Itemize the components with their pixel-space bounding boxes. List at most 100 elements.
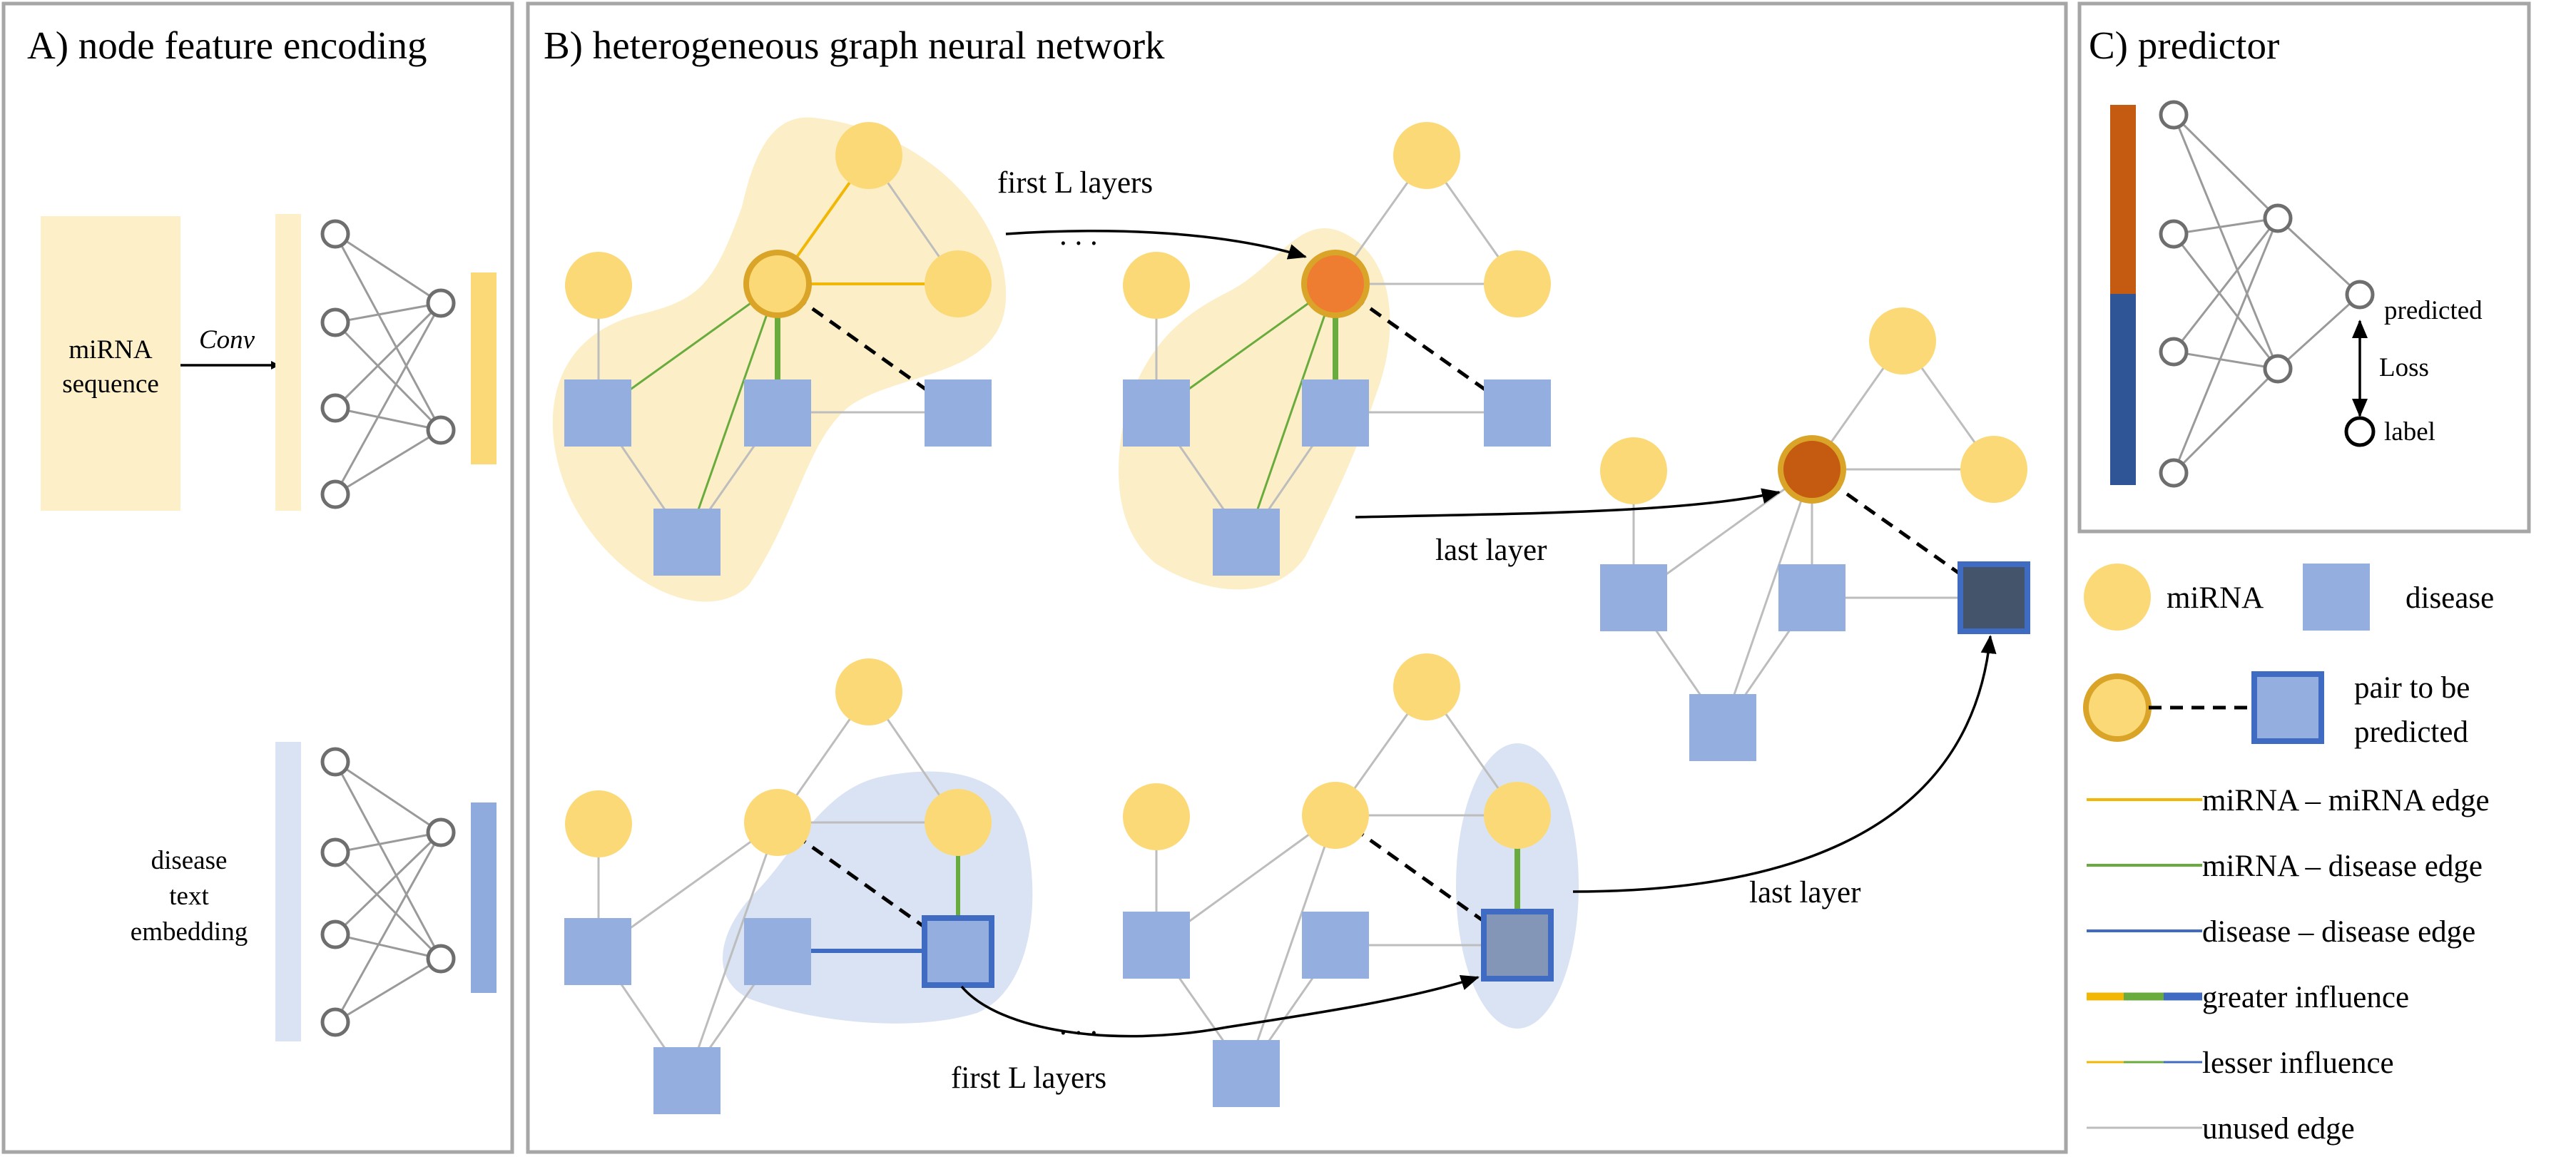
target-mirna-ring	[1778, 435, 1846, 504]
predicted-label: predicted	[2384, 296, 2483, 325]
prediction-pair-edge	[1334, 813, 1519, 947]
neuron	[426, 415, 456, 445]
legend-pair-label-2: predicted	[2354, 715, 2468, 749]
graph-disease-first-layers	[564, 658, 1033, 1114]
neuron	[320, 479, 350, 509]
panel-a-frame	[1, 1, 514, 1154]
neuron	[2159, 100, 2189, 130]
neuron	[2159, 337, 2189, 367]
ellipsis-bottom: . . .	[1059, 1008, 1098, 1041]
first-l-layers-label-top: first L layers	[997, 166, 1153, 200]
disease-node	[744, 379, 811, 447]
mirna-node	[835, 122, 902, 189]
neuron	[426, 944, 456, 974]
legend-pair-label: pair to be	[2354, 671, 2470, 705]
neuron	[320, 219, 350, 249]
neuron	[2159, 219, 2189, 249]
neuron	[2159, 458, 2189, 488]
legend-disease-label: disease	[2406, 581, 2494, 615]
neuron	[426, 817, 456, 847]
mirna-node	[1123, 252, 1190, 319]
graph-mirna-first-layers	[552, 117, 1007, 602]
neuron	[2263, 203, 2293, 233]
disease-node	[1302, 912, 1369, 979]
panel-a: miRNA sequence Conv disease text embeddi…	[41, 214, 497, 1041]
legend-mirna-node	[2084, 564, 2151, 631]
disease-text-label-2: text	[169, 882, 209, 911]
graph-mirna-after-l-layers	[1119, 122, 1551, 590]
disease-node	[564, 379, 631, 447]
disease-node	[925, 379, 992, 447]
disease-node	[1213, 1040, 1280, 1107]
disease-embedding-bar	[471, 802, 497, 993]
neuron	[320, 837, 350, 867]
disease-node	[1213, 509, 1280, 576]
neuron	[320, 1007, 350, 1037]
last-layer-label-bottom: last layer	[1749, 876, 1860, 909]
disease-node	[564, 918, 631, 985]
last-layer-label-top: last layer	[1435, 534, 1547, 567]
disease-node	[1778, 564, 1846, 631]
legend-mirna-label: miRNA	[2167, 581, 2264, 615]
disease-embedding-segment	[2110, 294, 2136, 485]
disease-node	[653, 509, 721, 576]
mirna-node	[1393, 122, 1460, 189]
graph-disease-after-l-layers	[1123, 653, 1579, 1107]
mirna-sequence-box	[41, 216, 180, 511]
mirna-embedding-bar	[471, 272, 497, 464]
legend-md-edge-label: miRNA – disease edge	[2202, 850, 2483, 883]
mirna-encoder-network	[320, 219, 456, 509]
legend-pair-mirna	[2086, 676, 2149, 739]
legend-disease-node	[2303, 564, 2370, 631]
panel-a-title: A) node feature encoding	[27, 24, 427, 67]
mirna-node	[1484, 250, 1551, 317]
flow-arrow-top-last	[1355, 488, 1781, 519]
disease-text-label: disease	[151, 846, 228, 875]
mirna-node	[835, 658, 902, 725]
conv-label: Conv	[199, 325, 255, 355]
panel-c-title: C) predictor	[2089, 24, 2279, 67]
label-node	[2344, 416, 2376, 447]
target-mirna-node	[1304, 253, 1367, 315]
legend-lesser-label: lesser influence	[2202, 1046, 2394, 1080]
disease-node	[1484, 379, 1551, 447]
label-label: label	[2384, 417, 2435, 447]
disease-node	[744, 918, 811, 985]
legend: miRNA disease pair to be predicted miRNA…	[2083, 564, 2494, 1146]
disease-node	[1689, 694, 1756, 761]
disease-encoder-network	[320, 747, 456, 1037]
legend-pair-disease	[2251, 671, 2324, 744]
disease-node	[1600, 564, 1667, 631]
target-disease-node	[1958, 561, 2030, 634]
disease-text-label-3: embedding	[131, 917, 248, 947]
flow-arrow-bottom-first	[960, 974, 1480, 1038]
disease-node	[1123, 379, 1190, 447]
target-mirna-node	[746, 253, 809, 315]
output-neuron	[2345, 280, 2375, 310]
panel-c: predicted Loss label	[2110, 100, 2483, 488]
neuron	[426, 288, 456, 318]
first-l-layers-label-bottom: first L layers	[951, 1061, 1106, 1095]
mirna-node	[1960, 436, 2027, 503]
legend-greater-label: greater influence	[2202, 981, 2409, 1014]
ellipsis-top: . . .	[1059, 218, 1098, 252]
mirna-node	[1484, 782, 1551, 849]
mirna-node	[1600, 437, 1667, 504]
mirna-node	[1302, 782, 1369, 849]
target-mirna-ring	[743, 250, 812, 318]
mirna-input-bar	[275, 214, 301, 511]
mirna-node	[1393, 653, 1460, 720]
target-disease-node	[1481, 909, 1554, 982]
panel-b-frame	[526, 1, 2068, 1154]
disease-node	[1302, 379, 1369, 447]
unused-edges	[1632, 340, 1995, 728]
neuron	[320, 919, 350, 949]
prediction-pair-edge	[776, 282, 959, 414]
legend-dd-edge-label: disease – disease edge	[2202, 915, 2475, 949]
prediction-pair-edge	[1811, 467, 1995, 600]
neuron	[320, 747, 350, 777]
influence-region	[1119, 228, 1390, 590]
disease-input-bar	[275, 742, 301, 1041]
panel-c-frame	[2077, 1, 2531, 534]
